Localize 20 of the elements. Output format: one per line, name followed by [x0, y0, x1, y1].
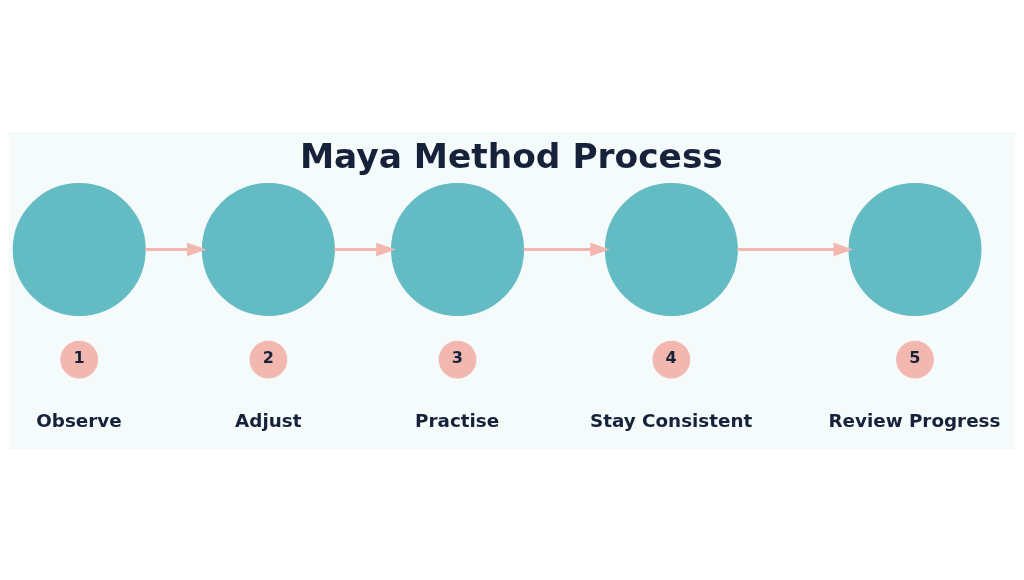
node-circle: [848, 182, 982, 316]
node-label: 1: [73, 347, 85, 367]
node-label: Observe: [36, 409, 122, 431]
node-circle: [12, 182, 146, 316]
node-label: Review Progress: [828, 409, 1001, 431]
node-label: 2: [262, 347, 274, 367]
arrow: [145, 242, 207, 256]
node-label: 4: [665, 347, 677, 367]
arrow: [737, 242, 854, 256]
node-label: Practise: [415, 409, 500, 431]
node-label: Stay Consistent: [589, 409, 753, 431]
diagram-title: Maya Method Process: [299, 135, 723, 176]
node-label: 5: [909, 347, 921, 367]
arrow: [334, 242, 396, 256]
node-circle: [201, 182, 335, 316]
node-label: 3: [451, 347, 463, 367]
arrow: [523, 242, 610, 256]
node-circle: [604, 182, 738, 316]
node-circle: [391, 182, 525, 316]
node-label: Adjust: [235, 409, 302, 431]
